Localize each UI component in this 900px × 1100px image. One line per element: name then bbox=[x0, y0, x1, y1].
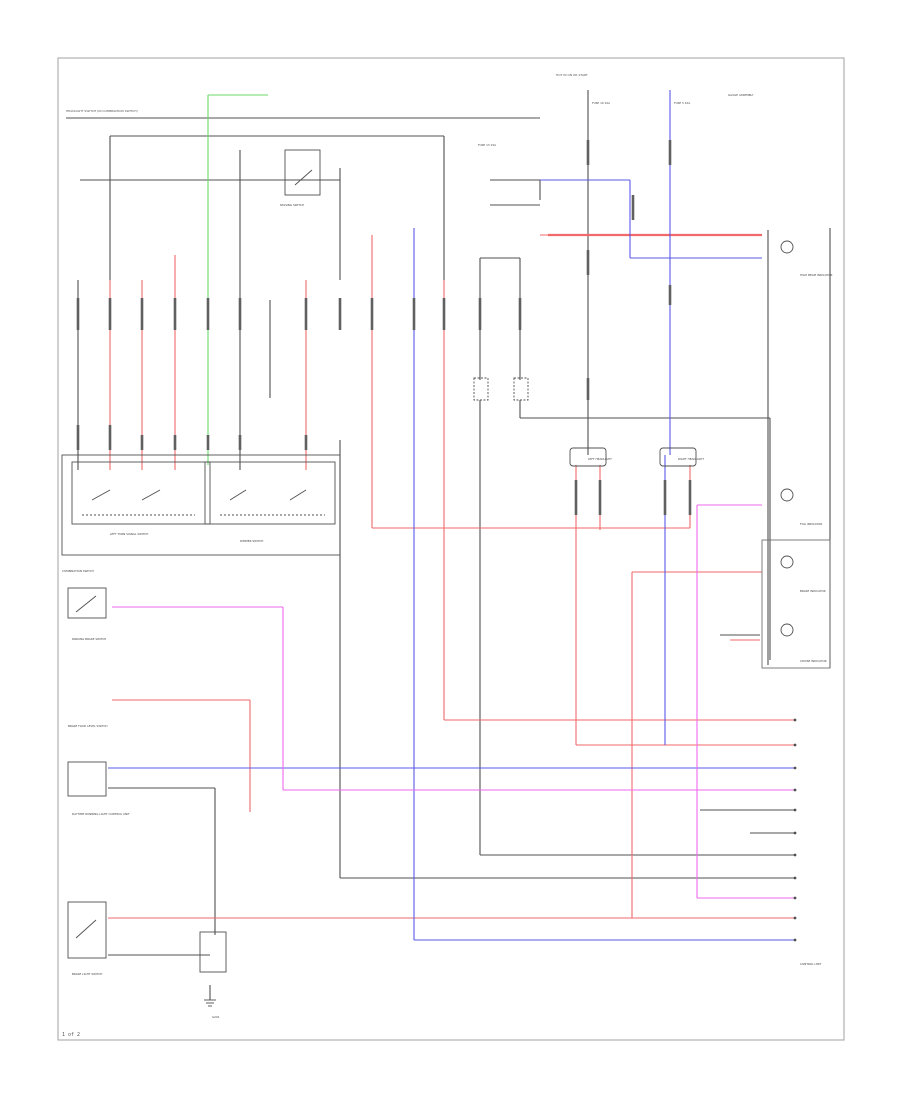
label-daytime-running: DAYTIME RUNNING LIGHT CONTROL UNIT bbox=[72, 812, 130, 816]
headlight-switch-box bbox=[71, 461, 211, 525]
combination-switch-outline bbox=[61, 454, 341, 556]
headlight-bulbs bbox=[569, 447, 697, 467]
label-brake-indicator: BRAKE INDICATOR bbox=[800, 589, 826, 593]
harness-connector-pins bbox=[793, 718, 797, 942]
label-ground: G201 bbox=[212, 1015, 220, 1019]
indicator-lamps bbox=[761, 240, 831, 669]
label-parking-brake: PARKING BRAKE SWITCH bbox=[72, 637, 106, 641]
label-fuse-b: FUSE 5 10A bbox=[674, 101, 690, 105]
label-left-headlight: LEFT HEADLIGHT bbox=[588, 457, 612, 461]
red-wires bbox=[108, 234, 795, 919]
pink-wires bbox=[112, 504, 795, 899]
label-gauge-assembly: GAUGE ASSEMBLY bbox=[728, 93, 754, 97]
ground-symbol bbox=[204, 999, 216, 1007]
label-turn-left: LEFT TURN SIGNAL SWITCH bbox=[110, 532, 148, 536]
label-combination-switch: COMBINATION SWITCH bbox=[62, 569, 94, 573]
label-brake-switch: BRAKE LIGHT SWITCH bbox=[72, 972, 102, 976]
label-headlight-switch: HEADLIGHT SWITCH (IN COMBINATION SWITCH) bbox=[66, 109, 138, 113]
label-hot-in-on: HOT IN ON OR START bbox=[556, 73, 588, 77]
label-fog-indicator: FOG INDICATOR bbox=[800, 522, 822, 526]
passing-switch bbox=[284, 149, 321, 196]
fuse-relays bbox=[473, 377, 529, 401]
dimmer-switch-box bbox=[204, 461, 336, 525]
label-high-beam: HIGH BEAM INDICATOR bbox=[800, 273, 832, 277]
label-brake-fluid: BRAKE FLUID LEVEL SWITCH bbox=[68, 724, 108, 728]
diagram-frame bbox=[57, 57, 845, 1041]
label-right-headlight: RIGHT HEADLIGHT bbox=[678, 457, 704, 461]
label-cruise-indicator: CRUISE INDICATOR bbox=[800, 659, 827, 663]
blue-wires bbox=[108, 90, 795, 941]
left-components bbox=[67, 587, 227, 973]
connector-marks bbox=[76, 140, 692, 515]
label-passing-switch: PASSING SWITCH bbox=[280, 203, 304, 207]
label-fuse-a: FUSE 10 10A bbox=[592, 101, 610, 105]
green-wires bbox=[207, 94, 268, 465]
label-control-unit: CONTROL UNIT bbox=[800, 962, 822, 966]
footer-code: 1 of 2 bbox=[62, 1032, 81, 1038]
black-wires bbox=[66, 90, 831, 1000]
label-fuse-c: FUSE 13 15A bbox=[478, 143, 496, 147]
label-dimmer-switch: DIMMER SWITCH bbox=[240, 539, 263, 543]
